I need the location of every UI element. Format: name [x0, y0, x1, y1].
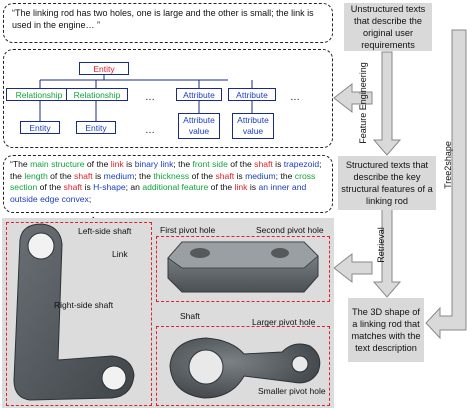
label-feature-engineering: Feature Engineering	[358, 62, 368, 144]
label-shaft: Shaft	[180, 311, 200, 321]
st-seg: of the	[37, 182, 64, 192]
st-seg: shaft	[254, 159, 273, 169]
block-link-frame	[156, 236, 330, 302]
st-seg: ; the	[10, 159, 322, 181]
entity-tree-box	[3, 49, 333, 148]
st-seg: cross section	[10, 170, 316, 193]
st-seg: ; an	[125, 182, 143, 192]
tree-ellipsis-2: …	[290, 92, 300, 103]
3d-shape-box: The 3D shape of a linking rod that match…	[348, 298, 424, 362]
label-left-side-shaft: Left-side shaft	[78, 226, 132, 236]
tree-node-relationship-2: Relationship	[66, 88, 128, 101]
st-seg: shaft	[215, 170, 235, 181]
label-second-pivot-hole: Second pivot hole	[256, 225, 324, 235]
st-seg: of the	[84, 159, 111, 169]
st-seg: ;	[88, 193, 92, 204]
st-seg: of the	[227, 159, 255, 169]
connecting-rod-frame	[156, 326, 330, 406]
l-shaped-link-frame	[6, 222, 152, 406]
tree-node-entity-2: Entity	[76, 121, 116, 134]
requirement-text-box: “The linking rod has two holes, one is l…	[3, 3, 333, 43]
structured-texts-box: Structured texts that describe the key s…	[338, 156, 436, 210]
st-seg: medium	[245, 170, 276, 181]
st-seg: H-shape	[93, 182, 126, 192]
st-seg: ; the	[275, 170, 295, 181]
tree-node-entity-root: Entity	[79, 62, 129, 75]
st-seg: of the	[47, 170, 75, 181]
st-seg: shaft	[63, 182, 83, 192]
label-right-side-shaft: Right-side shaft	[54, 300, 114, 310]
st-seg: is	[92, 170, 104, 181]
st-seg: is	[234, 170, 246, 181]
label-retrieval: Retrieval	[376, 227, 386, 263]
st-seg: of the	[189, 170, 216, 181]
st-seg: trapezoid	[283, 159, 320, 169]
tree-node-entity-1: Entity	[20, 121, 60, 134]
st-seg: ; the	[173, 159, 193, 169]
tree-node-attribute-2: Attribute	[228, 88, 276, 101]
tree-node-relationship-1: Relationship	[6, 88, 72, 101]
tree-node-attribute-value-2: Attribute value	[232, 113, 274, 139]
st-seg: is	[82, 182, 94, 192]
label-first-pivot-hole: First pivot hole	[160, 225, 216, 235]
st-seg: is	[247, 182, 259, 192]
st-seg: medium	[103, 170, 135, 181]
st-seg: length	[24, 170, 48, 181]
st-seg: additional feature	[142, 182, 209, 192]
st-seg: ; the	[134, 170, 154, 181]
st-seg: main structure	[30, 159, 85, 169]
structured-text: “The main structure of the link is binar…	[10, 159, 326, 205]
st-seg: is	[123, 159, 135, 169]
st-seg: link	[110, 159, 124, 169]
st-seg: thickness	[153, 170, 190, 181]
label-tree2shape: Tree2shape	[443, 141, 453, 189]
st-seg: of the	[208, 182, 235, 192]
st-seg: shaft	[74, 170, 93, 181]
st-seg: front side	[192, 159, 228, 169]
st-seg: is	[272, 159, 284, 169]
label-link: Link	[112, 249, 128, 259]
st-seg: “The	[10, 159, 31, 169]
label-larger-pivot-hole: Larger pivot hole	[252, 317, 316, 327]
unstructured-texts-box: Unstructured texts that describe the ori…	[344, 3, 432, 51]
st-seg: an inner and outside edge convex	[10, 182, 307, 204]
st-seg: binary link	[134, 159, 174, 169]
requirement-text: “The linking rod has two holes, one is l…	[12, 8, 314, 30]
st-seg: link	[234, 182, 248, 192]
tree-ellipsis-3: …	[145, 125, 155, 136]
tree-node-attribute-1: Attribute	[176, 88, 222, 101]
label-smaller-pivot-hole: Smaller pivot hole	[258, 386, 326, 396]
tree-ellipsis-1: …	[145, 92, 155, 103]
structured-text-box: “The main structure of the link is binar…	[3, 155, 333, 213]
tree-node-attribute-value-1: Attribute value	[178, 113, 220, 139]
